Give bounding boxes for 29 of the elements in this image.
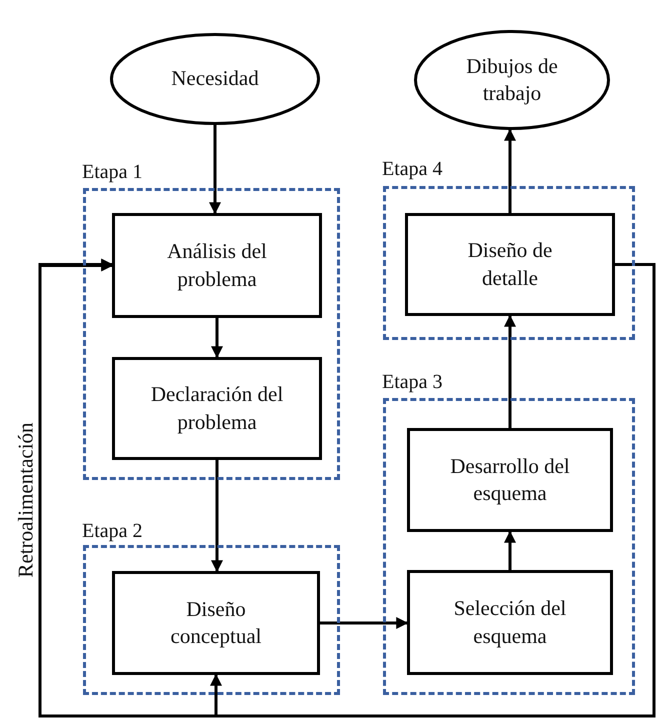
- process-box: [112, 571, 320, 675]
- arrow: [320, 617, 408, 629]
- arrow: [211, 460, 223, 572]
- process-box: [112, 213, 322, 318]
- arrow: [504, 530, 516, 570]
- arrow: [38, 260, 222, 718]
- process-box: [407, 428, 613, 532]
- process-box: [405, 213, 615, 316]
- node-text: Declaración del problema: [150, 381, 284, 436]
- arrow: [209, 125, 221, 214]
- terminal-ellipse: [414, 30, 610, 130]
- arrow: [504, 128, 516, 213]
- terminal-ellipse: [110, 33, 320, 125]
- process-box: [112, 357, 322, 460]
- stage-label: Etapa 4: [382, 158, 443, 181]
- node-text: Diseño conceptual: [170, 596, 262, 650]
- node-text: Diseño de detalle: [466, 237, 554, 292]
- node-text: Selección del esquema: [452, 595, 568, 650]
- arrow: [211, 318, 223, 358]
- feedback-arrow: [38, 258, 656, 718]
- node-text: Análisis del problema: [166, 238, 268, 292]
- process-box: [407, 570, 613, 675]
- arrow: [504, 314, 516, 428]
- stage-label: Etapa 3: [382, 371, 443, 394]
- stage-label: Etapa 2: [82, 520, 143, 543]
- node-text: Dibujos de trabajo: [465, 52, 559, 107]
- node-text: Necesidad: [171, 65, 259, 92]
- node-text: Desarrollo del esquema: [449, 452, 571, 507]
- stage-label: Etapa 1: [82, 161, 143, 184]
